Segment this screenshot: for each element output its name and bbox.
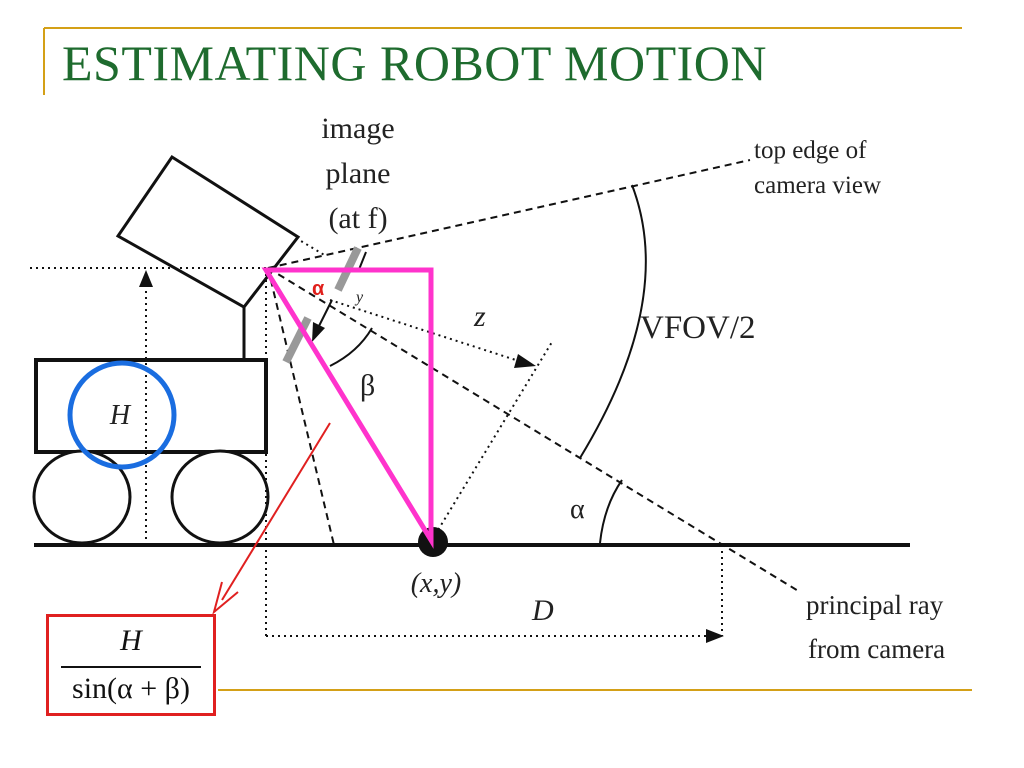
formula-pointer-arrowhead [212,581,239,615]
z-axis-line [329,299,523,363]
height-highlight-circle [67,360,177,470]
top-edge-label-line1: top edge of [754,137,867,164]
height-arrowhead [139,270,153,287]
vfov-label: VFOV/2 [640,310,756,346]
height-label: H [109,400,132,431]
formula-fraction-bar [61,666,201,668]
image-plane-label-line2: plane [326,157,391,190]
vfov-arc [579,184,647,459]
distance-label: D [531,594,554,627]
principal-ray-label-line2: from camera [808,634,945,664]
image-plane-label-line3: (at f) [328,202,387,235]
perpendicular-line [431,341,553,541]
beta-arc [329,327,373,367]
y-axis-arrowhead [312,322,325,342]
slide-title: ESTIMATING ROBOT MOTION [62,35,768,91]
formula-pointer-arrow [221,422,331,601]
point-label: (x,y) [411,568,462,599]
formula-denominator: sin(α + β) [72,672,190,705]
robot-wheel-right [170,449,270,545]
z-label: z [473,300,486,333]
camera-body [115,154,301,309]
camera-to-plane-line [295,237,327,257]
beta-label: β [360,369,375,402]
alpha-arc [599,479,623,544]
top-edge-ray [267,159,751,269]
bottom-edge-ray [267,267,335,546]
principal-ray [267,267,801,593]
principal-ray-label-line1: principal ray [806,590,944,620]
alpha-ground-label: α [570,494,585,525]
distance-arrowhead [706,629,724,643]
y-axis-arrow-line [317,299,333,329]
top-edge-label-line2: camera view [754,172,881,199]
formula-box: H sin(α + β) [46,614,216,716]
z-axis-arrowhead [514,354,536,368]
alpha-red-label: α [312,278,325,300]
formula-numerator: H [120,624,142,657]
y-small-label: y [354,289,364,306]
image-plane-bar-lower [282,316,312,364]
image-plane-label-line1: image [321,112,394,145]
magenta-triangle [261,267,434,549]
